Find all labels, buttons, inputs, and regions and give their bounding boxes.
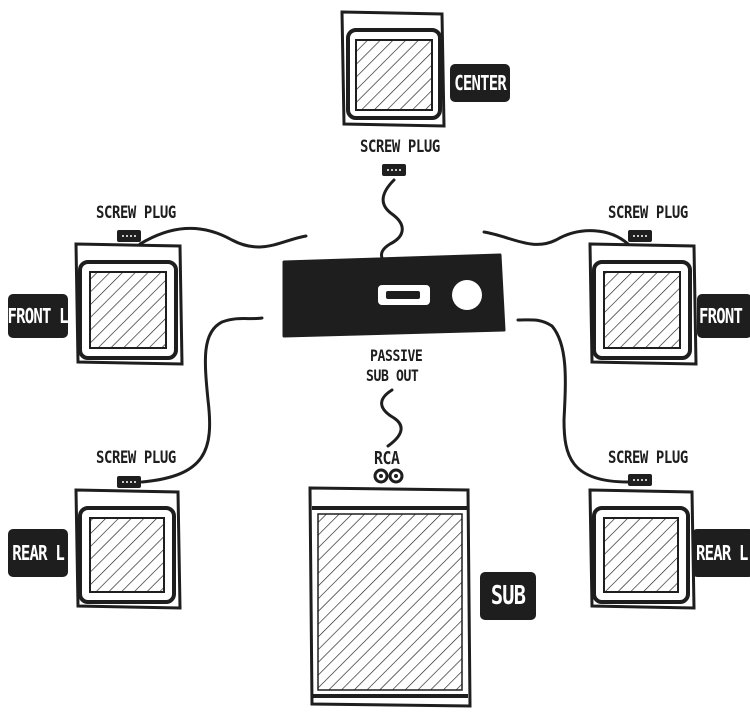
front-right-tag-text: FRONT L (699, 304, 750, 328)
sub-tag: SUB (480, 572, 536, 620)
wire-center (380, 178, 404, 264)
front-left-screw-plug-label: SCREW PLUG (96, 203, 176, 223)
wire-rear-left (140, 316, 264, 484)
rear-left-speaker (74, 488, 182, 610)
sub-tag-text: SUB (490, 581, 526, 611)
wire-front-left (138, 226, 308, 249)
wire-rear-right (516, 318, 630, 484)
screw-plug-connector-center (382, 164, 406, 176)
front-right-speaker (588, 242, 698, 366)
rear-left-tag-text: REAR L (12, 541, 64, 565)
passive-label: PASSIVE (370, 346, 423, 365)
center-tag: CENTER (450, 64, 510, 102)
center-speaker (340, 10, 446, 128)
wire-sub (380, 388, 403, 448)
front-left-tag-text: FRONT L (8, 304, 68, 328)
amplifier-knob (452, 280, 482, 310)
rear-right-tag-text: REAR L (696, 541, 748, 565)
center-screw-plug-label: SCREW PLUG (360, 137, 440, 157)
front-left-tag: FRONT L (8, 294, 68, 338)
screw-plug-connector-rear-right (628, 474, 652, 486)
rear-right-tag: REAR L (692, 529, 750, 577)
rear-right-screw-plug-label: SCREW PLUG (608, 448, 688, 468)
screw-plug-connector-front-right (628, 230, 652, 242)
sub-out-label: SUB OUT (366, 366, 419, 385)
front-right-screw-plug-label: SCREW PLUG (608, 203, 688, 223)
rear-left-screw-plug-label: SCREW PLUG (96, 448, 176, 468)
rear-right-speaker (588, 488, 696, 610)
wire-front-right (482, 229, 630, 246)
amplifier (282, 253, 506, 338)
screw-plug-connector-rear-left (117, 476, 141, 488)
center-tag-text: CENTER (454, 71, 506, 95)
rca-jacks (373, 468, 404, 484)
subwoofer (308, 486, 472, 708)
front-left-speaker (74, 242, 184, 366)
rear-left-tag: REAR L (8, 529, 68, 577)
front-right-tag: FRONT L (697, 294, 750, 338)
rca-label: RCA (374, 448, 400, 469)
screw-plug-connector-front-left (117, 230, 141, 242)
